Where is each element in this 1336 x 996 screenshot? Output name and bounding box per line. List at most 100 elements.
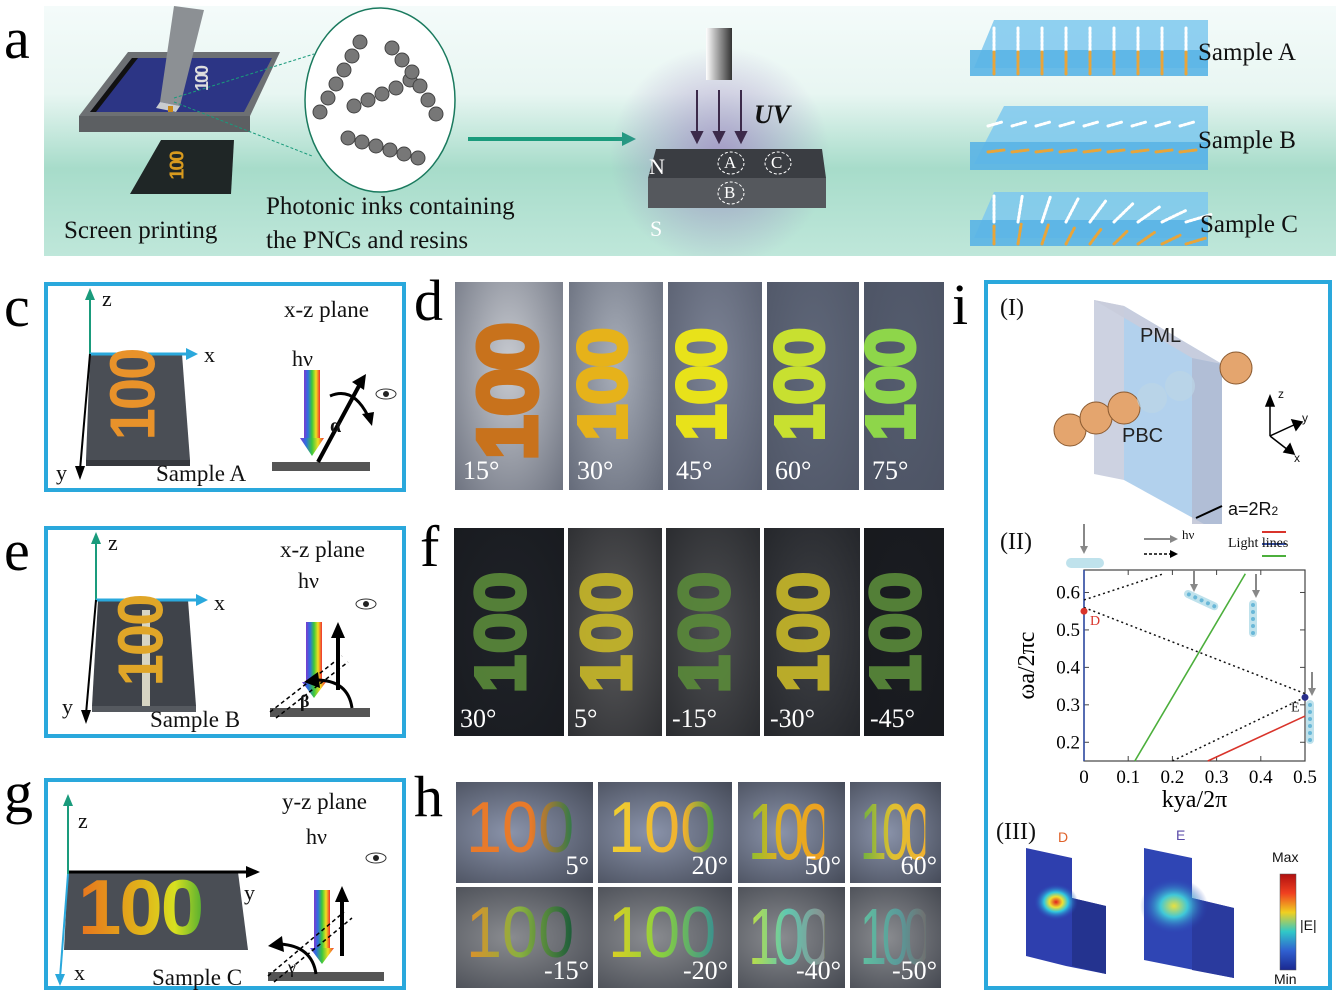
sample-c-label: Sample C (1200, 211, 1298, 238)
plot-legend (1066, 524, 1286, 568)
photo-angle-label: -15° (543, 956, 589, 985)
photo-angle-label: -15° (672, 704, 718, 733)
axis-z-label: z (108, 530, 118, 555)
slab-sample-b (970, 106, 1208, 170)
magnet-south-label: S (650, 216, 663, 241)
sample-digits: 100 (97, 349, 169, 441)
panel-g-box: 100 z y x y-z plane hν γ Sample C (44, 778, 406, 990)
legend-light-lines-label: Light lines (1228, 536, 1289, 551)
angle-alpha-label: α (330, 415, 342, 437)
plane-label: x-z plane (280, 537, 365, 562)
panel-c-box: 100 z x y x-z plane hν α Sample A (44, 282, 406, 492)
screen-printing-illustration (79, 6, 830, 256)
colorbar-quantity-label: |E| (1300, 917, 1317, 933)
field-map-E-label: E (1176, 827, 1186, 843)
hv-label: hν (306, 824, 327, 849)
photo-digits: 100 (748, 892, 830, 981)
series-light-line-red (1207, 715, 1306, 762)
pml-face (1094, 300, 1222, 364)
simulation-cell-illustration (1053, 300, 1304, 524)
axis-x-label: x (204, 342, 215, 367)
panel-h-photo-7: 100-40° (738, 887, 845, 988)
photo-digits: 100 (466, 893, 575, 973)
photo-digits: 100 (460, 566, 541, 695)
uv-label: UV (754, 100, 791, 129)
panel-f-photo-3: 100 -15° (666, 528, 760, 736)
panel-f-photo-4: 100-30° (764, 528, 860, 736)
hv-label: hν (298, 568, 319, 593)
sample-plate (64, 872, 248, 950)
panel-h-photo-6: 100-20° (598, 887, 732, 988)
x-tick-label: 0.2 (1161, 767, 1185, 788)
photo-digits: 100 (608, 893, 717, 973)
squeegee (160, 6, 204, 106)
photo-digits: 100 (860, 787, 931, 876)
series-band-3 (1172, 696, 1306, 762)
photo-digits: 100 (864, 566, 936, 695)
ink-label-line1: Photonic inks containing (266, 193, 515, 220)
field-map-D-label: D (1058, 829, 1069, 845)
field-map-D (1026, 848, 1106, 974)
panel-g-diagram (55, 794, 387, 986)
photo-angle-label: -40° (795, 956, 841, 985)
colorbar-min-label: Min (1274, 971, 1297, 987)
photo-angle-label: 5° (565, 851, 589, 880)
panel-label-h: h (414, 764, 443, 829)
photo-digits: 100 (748, 787, 830, 876)
y-tick-label: 0.2 (1056, 732, 1080, 753)
plane-label: x-z plane (284, 297, 369, 322)
panel-label-a: a (4, 6, 30, 71)
hv-label: hν (292, 346, 313, 371)
point-label-D: D (1090, 614, 1100, 629)
axis-y-label: y (1302, 411, 1308, 425)
x-tick-label: 0.4 (1249, 767, 1273, 788)
point-D (1080, 607, 1088, 615)
point-label-E: E (1291, 700, 1300, 715)
x-tick-label: 0 (1079, 767, 1089, 788)
panel-label-i: i (952, 272, 969, 337)
photo-digits: 100 (764, 566, 844, 695)
photo-angle-label: 15° (463, 456, 500, 485)
lattice-subscript: 2 (1271, 504, 1279, 518)
photo-digits: 100 (666, 566, 745, 695)
photo-angle-label: 50° (804, 851, 841, 880)
y-tick-label: 0.5 (1056, 620, 1080, 641)
photo-angle-label: -20° (682, 956, 728, 985)
angle-beta-label: β (300, 691, 310, 711)
sample-label: Sample C (152, 965, 243, 990)
photo-digits: 100 (568, 566, 647, 695)
axis-y-label: y (56, 460, 67, 485)
y-tick-label: 0.3 (1056, 695, 1080, 716)
printed-text: 100 (166, 152, 189, 180)
panel-h-photo-5: 100-15° (456, 887, 593, 988)
chain-orientation-icon (1184, 590, 1219, 611)
uv-lamp (706, 28, 732, 80)
x-tick-label: 0.3 (1205, 767, 1229, 788)
x-axis-label: kya/2π (1162, 787, 1227, 813)
axis-z-label: z (102, 286, 112, 311)
uv-arrows (690, 90, 748, 145)
sample-digits: 100 (105, 595, 177, 687)
y-tick-label: 0.6 (1056, 582, 1080, 603)
sample-b-label: Sample B (1198, 127, 1296, 154)
panel-h-photo-8: 100-50° (850, 887, 941, 988)
plane-label: y-z plane (282, 789, 367, 814)
legend-hv-label: hν (1182, 527, 1195, 542)
panel-label-g: g (4, 760, 33, 825)
photo-angle-label: 45° (676, 456, 713, 485)
printed-sheet (130, 140, 234, 194)
series-band-1 (1083, 573, 1164, 601)
photo-digits: 100 (767, 324, 839, 444)
panel-e-diagram (81, 532, 377, 724)
x-tick-label: 0.1 (1116, 767, 1140, 788)
